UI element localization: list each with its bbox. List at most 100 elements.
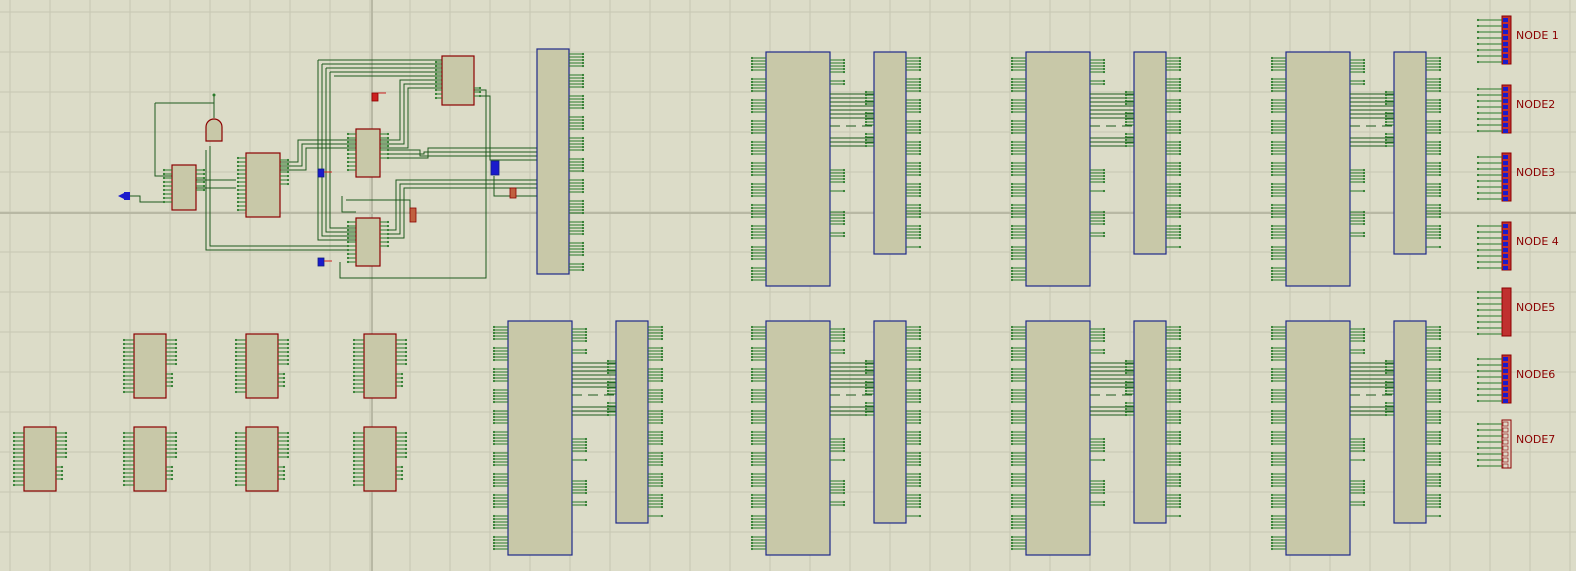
pin-end: [1270, 167, 1274, 171]
pin-end: [1010, 520, 1014, 524]
node-connector-7[interactable]: NODE7: [1476, 419, 1555, 469]
pin-end: [842, 82, 846, 86]
decoder-ic[interactable]: [171, 164, 197, 211]
pin-end: [1438, 430, 1442, 434]
pin-end: [1178, 439, 1182, 443]
pin-end: [1270, 412, 1274, 416]
logic-probe[interactable]: [371, 92, 379, 102]
pin-end: [1438, 233, 1442, 237]
pin-end: [750, 517, 754, 521]
memory-module-6[interactable]: [1010, 320, 1182, 556]
pin-end: [492, 514, 496, 518]
node-connector-1[interactable]: NODE 1: [1476, 15, 1559, 65]
spare-ic-6[interactable]: [234, 426, 290, 492]
pin-end: [236, 204, 240, 208]
ram-chip[interactable]: [1285, 51, 1351, 287]
ram-chip[interactable]: [507, 320, 573, 556]
pin-end: [404, 443, 408, 447]
pin-end: [1270, 68, 1274, 72]
latch-chip[interactable]: [1133, 51, 1167, 255]
wire: [321, 64, 356, 237]
pin-end: [492, 328, 496, 332]
ram-chip[interactable]: [1285, 320, 1351, 556]
node-connector-3[interactable]: NODE3: [1476, 152, 1555, 202]
pin-end: [386, 240, 390, 244]
ram-chip[interactable]: [765, 320, 831, 556]
pin-end: [346, 236, 350, 240]
spare-ic-7[interactable]: [352, 426, 408, 492]
node-connector-6[interactable]: NODE6: [1476, 354, 1555, 404]
pin-end: [1270, 547, 1274, 551]
pin-end: [60, 465, 64, 469]
pin-end: [1438, 370, 1442, 374]
pin-end: [1438, 209, 1442, 213]
latch-chip[interactable]: [1393, 320, 1427, 524]
memory-module-3[interactable]: [1270, 51, 1442, 287]
pin-end: [352, 386, 356, 390]
dip-switch[interactable]: [490, 160, 500, 176]
memory-module-5[interactable]: [750, 320, 922, 556]
spare-ic-3[interactable]: [352, 333, 408, 399]
counter-ic[interactable]: [245, 152, 281, 218]
pin-end: [750, 397, 754, 401]
latch-chip[interactable]: [873, 51, 907, 255]
logic-probe[interactable]: [317, 257, 325, 267]
pin-end: [1102, 333, 1106, 337]
pin-end: [1178, 56, 1182, 60]
latch-chip[interactable]: [1133, 320, 1167, 524]
pin-end: [864, 359, 868, 363]
pin-end: [660, 325, 664, 329]
pin-end: [842, 189, 846, 193]
latch-chip[interactable]: [615, 320, 649, 524]
pin-end: [750, 376, 754, 380]
ram-chip[interactable]: [1025, 51, 1091, 287]
pin-end: [1438, 215, 1442, 219]
memory-module-2[interactable]: [1010, 51, 1182, 287]
pin-end: [1010, 104, 1014, 108]
pin-end: [492, 535, 496, 539]
spare-ic-5[interactable]: [122, 426, 178, 492]
ram-chip[interactable]: [765, 51, 831, 287]
resistor[interactable]: [509, 187, 517, 199]
pin-end: [1010, 62, 1014, 66]
node-connector-2[interactable]: NODE2: [1476, 84, 1555, 134]
pin-end: [1476, 36, 1480, 40]
register-ic[interactable]: [355, 128, 381, 178]
spare-ic-2[interactable]: [234, 333, 290, 399]
pin-end: [1438, 80, 1442, 84]
pin-end: [1010, 379, 1014, 383]
memory-module-7[interactable]: [1270, 320, 1442, 556]
memory-module-1[interactable]: [750, 51, 922, 287]
latch-chip[interactable]: [873, 320, 907, 524]
pin-end: [1270, 430, 1274, 434]
memory-module-4[interactable]: [492, 320, 664, 556]
pin-end: [286, 455, 290, 459]
buffer-ic[interactable]: [441, 55, 475, 106]
pin-end: [918, 418, 922, 422]
resistor-pack[interactable]: [409, 207, 417, 223]
node-connector-5[interactable]: NODE5: [1476, 287, 1555, 337]
pin-end: [581, 136, 585, 140]
pin-end: [1124, 401, 1128, 405]
spare-ic-4[interactable]: [12, 426, 68, 492]
pin-end: [1270, 325, 1274, 329]
latch-chip[interactable]: [1393, 51, 1427, 255]
pin-state: [1503, 381, 1508, 385]
logic-probe[interactable]: [317, 168, 325, 178]
interface-chip[interactable]: [536, 48, 585, 275]
ram-chip[interactable]: [1025, 320, 1091, 556]
and-gate[interactable]: [205, 118, 223, 142]
pin-end: [606, 368, 610, 372]
pin-end: [1102, 231, 1106, 235]
spare-ic-1[interactable]: [122, 333, 178, 399]
pin-end: [286, 162, 290, 166]
control-logic[interactable]: [118, 55, 537, 279]
pin-end: [1010, 269, 1014, 273]
pin-end: [492, 481, 496, 485]
interface-chip-body[interactable]: [536, 48, 570, 275]
node-connector-4[interactable]: NODE 4: [1476, 221, 1559, 271]
register-ic[interactable]: [355, 217, 381, 267]
connector-header[interactable]: [1501, 287, 1512, 337]
